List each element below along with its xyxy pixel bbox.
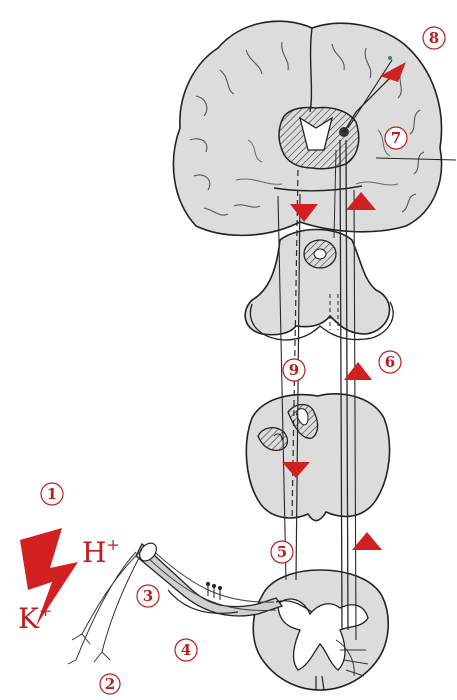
label-8: 8	[429, 29, 439, 47]
spinal-cord-section	[253, 570, 388, 690]
label-3: 3	[143, 587, 153, 605]
label-5: 5	[277, 543, 287, 561]
h-ion-symbol: H	[82, 536, 106, 569]
label-2: 2	[105, 675, 115, 693]
brain-section	[173, 21, 456, 246]
arrow-up-brainstem	[344, 362, 372, 380]
h-ion-charge: +	[106, 535, 119, 554]
midbrain-section	[245, 230, 393, 341]
label-6: 6	[385, 353, 395, 371]
label-7: 7	[391, 129, 401, 147]
h-ion-label: H+	[82, 535, 120, 569]
k-ion-charge: +	[39, 601, 52, 620]
k-ion-symbol: K	[18, 602, 40, 635]
arrow-up-spinal	[352, 532, 382, 550]
label-1: 1	[47, 485, 57, 503]
label-4: 4	[181, 641, 191, 659]
medulla-section	[246, 394, 389, 521]
k-ion-label: K+	[18, 601, 52, 635]
label-9: 9	[289, 361, 299, 379]
